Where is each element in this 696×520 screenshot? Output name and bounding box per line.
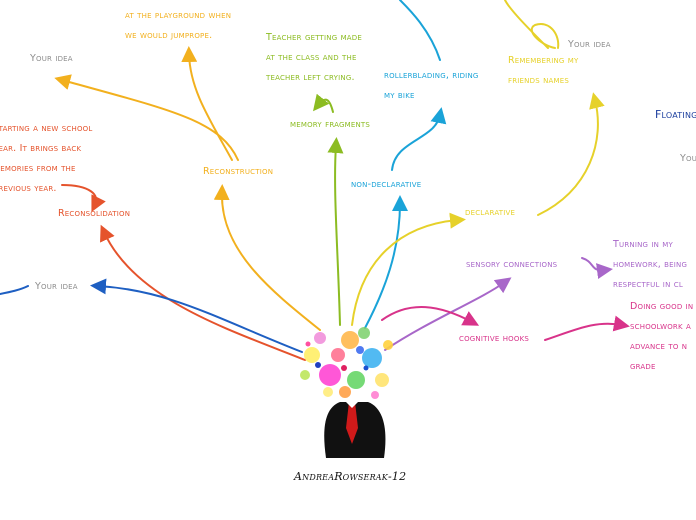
node-reconstruction[interactable]: Reconstruction (203, 166, 274, 177)
node-right-idea[interactable]: Your (680, 153, 696, 164)
branch-memory-fragments (327, 137, 344, 326)
node-non-declarative[interactable]: non-declarative (351, 179, 422, 190)
node-sensory-detail[interactable]: Turning in my homework, being respectful… (613, 239, 688, 290)
branch-left-idea (90, 278, 303, 353)
branch-playground (181, 46, 233, 161)
node-declarative[interactable]: declarative (465, 207, 516, 218)
node-declarative-detail[interactable]: Remembering my friends names (508, 55, 579, 86)
node-top-partial[interactable]: Your idea (520, 0, 563, 8)
branch-reconsolidation-detail (61, 184, 106, 213)
branch-non-declarative-detail (391, 107, 447, 171)
branch-cognitive-detail (544, 315, 630, 341)
node-cognitive-hooks[interactable]: cognitive hooks (459, 333, 530, 344)
node-reconsolidation-detail[interactable]: starting a new school year. It brings ba… (0, 123, 93, 194)
branch-declarative (351, 212, 466, 326)
branch-cognitive (381, 306, 480, 326)
node-sensory-connections[interactable]: sensory connections (466, 259, 558, 270)
node-reconsolidation[interactable]: Reconsolidation (58, 208, 131, 219)
person-body-icon (324, 400, 386, 458)
branch-top-blue (399, 0, 441, 61)
branch-declarative-detail (537, 92, 605, 216)
paint-splash-icon (300, 327, 393, 399)
branch-non-declarative (364, 195, 408, 329)
branch-reconsolidation (100, 224, 306, 361)
branch-reconstruction-idea (54, 74, 239, 161)
node-cognitive-detail[interactable]: Doing good in schoolwork a advance to n … (630, 301, 694, 372)
node-playground-text[interactable]: at the playground when we would jumprope… (125, 10, 232, 41)
branch-sensory-detail (581, 257, 613, 279)
loop-yellow (530, 23, 560, 49)
node-non-declarative-detail[interactable]: rollerblading, riding my bike (384, 70, 479, 101)
node-top-idea[interactable]: Your idea (568, 39, 611, 50)
branch-reconstruction (213, 184, 321, 331)
branch-sensory (384, 277, 512, 351)
node-reconstruction-idea[interactable]: Your idea (30, 53, 73, 64)
central-topic-author[interactable]: AndreaRowserak-12 (294, 470, 407, 483)
node-memory-fragments[interactable]: memory fragments (290, 119, 371, 130)
branch-fragment-text (312, 93, 334, 113)
node-left-idea[interactable]: Your idea (35, 281, 78, 292)
branch-left-idea-out (0, 285, 29, 295)
node-floating-topic[interactable]: Floating (655, 108, 696, 121)
node-fragment-text[interactable]: Teacher getting made at the class and th… (266, 32, 363, 83)
